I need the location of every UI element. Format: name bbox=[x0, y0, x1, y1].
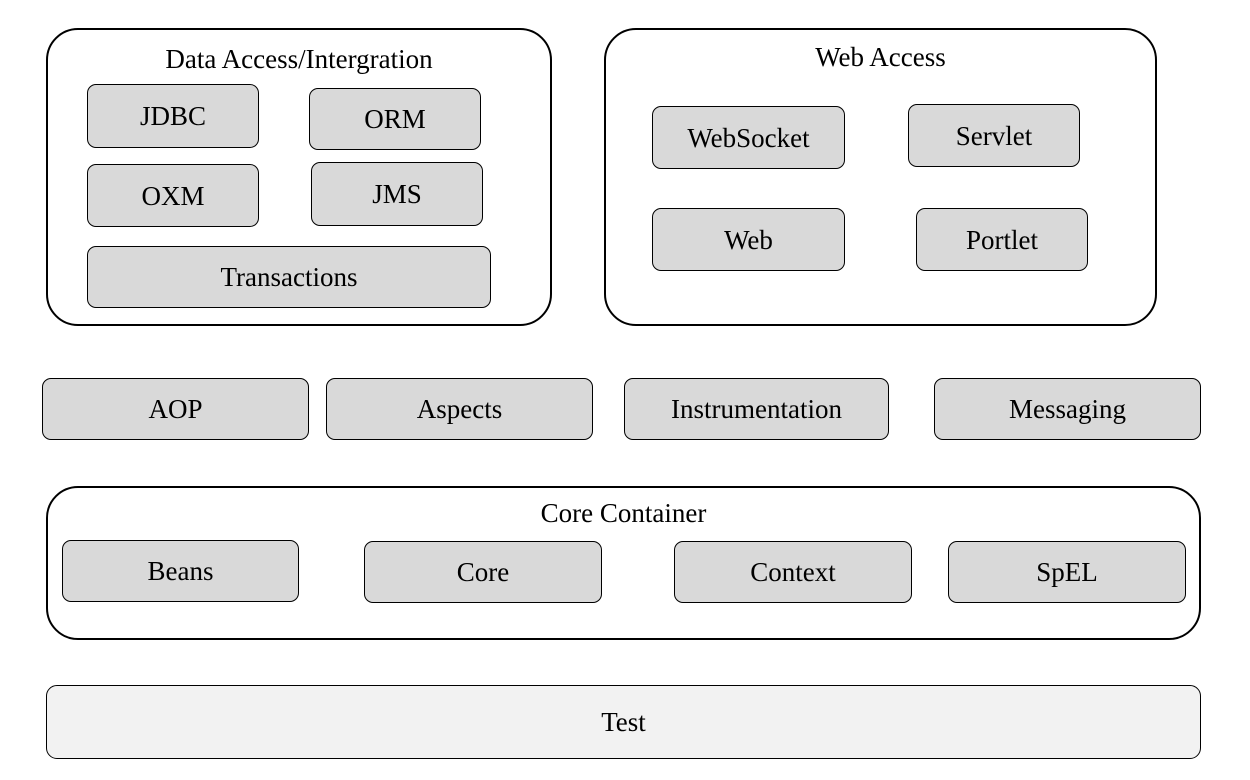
module-aop: AOP bbox=[42, 378, 309, 440]
module-jms: JMS bbox=[311, 162, 483, 226]
module-servlet: Servlet bbox=[908, 104, 1080, 167]
module-transactions: Transactions bbox=[87, 246, 491, 308]
data-access-title: Data Access/Intergration bbox=[165, 44, 433, 74]
module-test: Test bbox=[46, 685, 1201, 759]
module-instrumentation: Instrumentation bbox=[624, 378, 889, 440]
web-access-title: Web Access bbox=[815, 42, 946, 72]
module-web: Web bbox=[652, 208, 845, 271]
module-spel: SpEL bbox=[948, 541, 1186, 603]
module-context: Context bbox=[674, 541, 912, 603]
module-oxm: OXM bbox=[87, 164, 259, 227]
module-portlet: Portlet bbox=[916, 208, 1088, 271]
module-messaging: Messaging bbox=[934, 378, 1201, 440]
module-beans: Beans bbox=[62, 540, 299, 602]
module-orm: ORM bbox=[309, 88, 481, 150]
module-core: Core bbox=[364, 541, 602, 603]
module-websocket: WebSocket bbox=[652, 106, 845, 169]
core-container-title: Core Container bbox=[540, 498, 707, 528]
module-jdbc: JDBC bbox=[87, 84, 259, 148]
module-aspects: Aspects bbox=[326, 378, 593, 440]
web-access-group: Web Access bbox=[604, 28, 1157, 326]
